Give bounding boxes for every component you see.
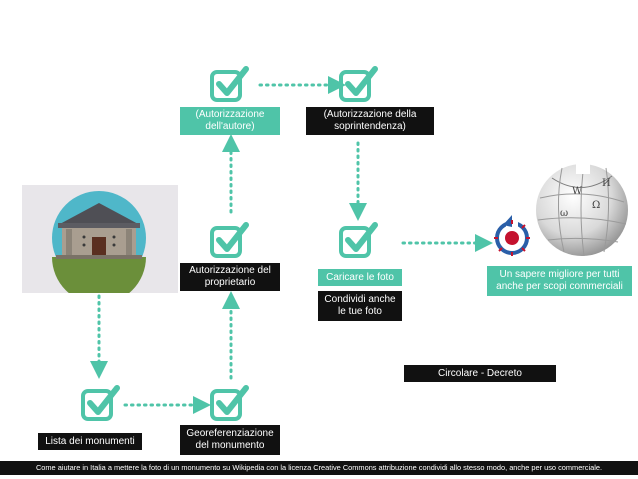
label-autorizzazione-soprintendenza: (Autorizzazione della soprintendenza)	[306, 107, 434, 135]
label-condividi-foto: Condividi anche le tue foto	[318, 291, 402, 321]
label-autorizzazione-autore: (Autorizzazione dell'autore)	[180, 107, 280, 135]
svg-text:ω: ω	[560, 208, 568, 219]
monument-icon	[52, 191, 146, 304]
wikipedia-globe-logo: W Ω ω И	[532, 158, 632, 258]
label-georeferenziazione: Georeferenziazione del monumento	[180, 425, 280, 455]
label-lista-monumenti: Lista dei monumenti	[38, 433, 142, 450]
checkmark-icon	[209, 222, 249, 262]
label-circolare-decreto: Circolare - Decreto	[404, 365, 556, 382]
monument-photo	[22, 185, 178, 304]
checkmark-icon	[209, 66, 249, 106]
checkmark-icon	[209, 385, 249, 425]
svg-text:Ω: Ω	[592, 200, 600, 211]
checkmark-icon	[80, 385, 120, 425]
commons-logo	[492, 214, 532, 258]
svg-text:W: W	[572, 186, 583, 197]
label-sapere-migliore: Un sapere migliore per tutti anche per s…	[487, 266, 632, 296]
svg-text:И: И	[602, 178, 611, 189]
checkmark-icon	[338, 66, 378, 106]
footer-caption: Come aiutare in Italia a mettere la foto…	[0, 461, 638, 475]
checkmark-icon	[338, 222, 378, 262]
label-autorizzazione-proprietario: Autorizzazione del proprietario	[180, 263, 280, 291]
label-caricare-foto: Caricare le foto	[318, 269, 402, 286]
